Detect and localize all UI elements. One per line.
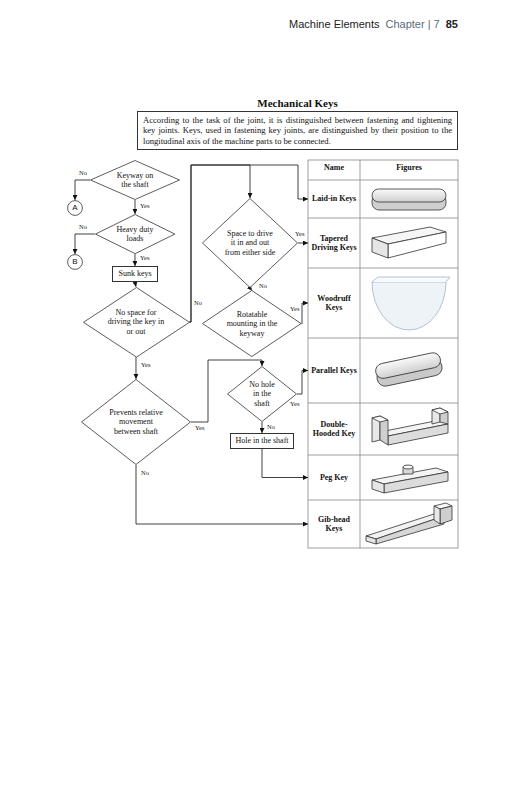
key-name-cell: Tapered Driving Keys — [308, 218, 360, 268]
node-text: According to the task of the joint, it i… — [143, 115, 452, 146]
node-text: No hole in the shaft — [249, 380, 275, 407]
peg-key-figure — [372, 465, 448, 493]
double-hooded-key-figure — [372, 408, 448, 445]
node-text: Rotatable mounting in the keyway — [227, 310, 278, 337]
key-name-cell: Woodruff Keys — [308, 268, 360, 338]
page-header: Machine Elements Chapter | 7 85 — [289, 18, 458, 30]
node-text: Sunk keys — [118, 269, 151, 278]
node-text: Peg Key — [320, 473, 348, 482]
flow-arrow — [135, 357, 136, 379]
diagram-title: Mechanical Keys — [137, 97, 458, 109]
connector-circle: B — [67, 254, 83, 270]
flow-arrow — [134, 254, 135, 266]
decision-diamond: Space to drive it in and out from either… — [202, 198, 298, 288]
key-name-cell: Parallel Keys — [308, 338, 360, 403]
node-text: Keyway on the shaft — [117, 171, 154, 189]
edge-label: Yes — [289, 306, 300, 313]
flow-arrow — [134, 200, 135, 214]
node-text: No space for driving the key in or out — [108, 308, 165, 335]
woodruff-key-figure — [372, 277, 450, 330]
process-box: Hole in the shaft — [230, 433, 294, 449]
edge-label: Yes — [139, 203, 150, 210]
node-text: Woodruff Keys — [317, 294, 350, 312]
flow-arrow — [298, 243, 308, 244]
intro-box: According to the task of the joint, it i… — [137, 111, 458, 150]
flow-arrow — [75, 180, 90, 200]
node-text: Parallel Keys — [311, 366, 357, 375]
node-text: Hole in the shaft — [235, 436, 288, 445]
flow-arrow — [262, 422, 263, 433]
flow-arrow — [75, 234, 95, 254]
flow-arrow — [136, 465, 308, 524]
table-header: Name — [308, 163, 360, 172]
table-header: Figures — [360, 163, 458, 172]
node-text: Gib-head Keys — [318, 515, 350, 533]
flow-arrow — [250, 288, 252, 290]
decision-diamond: Keyway on the shaft — [90, 160, 180, 200]
parallel-key-figure — [374, 351, 443, 387]
node-text: Space to drive it in and out from either… — [225, 229, 276, 256]
node-text: Double-Hooded Key — [313, 420, 355, 438]
connector-circle: A — [67, 200, 83, 216]
node-text: Prevents relative movement between shaft — [109, 408, 163, 435]
tapered-key-figure — [372, 227, 446, 258]
node-text: Heavy duty loads — [116, 225, 153, 243]
edge-label: No — [140, 470, 150, 477]
key-name-cell: Peg Key — [308, 455, 360, 500]
running-header: Machine Elements — [289, 18, 380, 30]
node-text: B — [72, 257, 77, 266]
flow-arrow — [135, 282, 137, 287]
edge-label: Yes — [194, 425, 205, 432]
edge-label: Yes — [294, 231, 305, 238]
edge-label: No — [266, 424, 276, 431]
key-name-cell: Double-Hooded Key — [308, 403, 360, 455]
edge-label: No — [78, 170, 88, 177]
key-name-cell: Laid-in Keys — [308, 180, 360, 218]
gib-head-key-figure — [366, 503, 452, 544]
node-text: Laid-in Keys — [312, 194, 356, 203]
edge-label: No — [258, 283, 268, 290]
edge-label: Yes — [289, 401, 300, 408]
node-text: Tapered Driving Keys — [311, 234, 356, 252]
decision-diamond: No space for driving the key in or out — [83, 287, 190, 358]
chapter-number: Chapter | 7 — [386, 18, 440, 30]
flow-arrow — [262, 449, 308, 478]
laid-in-key-figure — [372, 189, 446, 210]
edge-label: Yes — [139, 255, 150, 262]
page-number: 85 — [446, 18, 458, 30]
edge-label: No — [78, 224, 88, 231]
key-name-cell: Gib-head Keys — [308, 500, 360, 548]
process-box: Sunk keys — [112, 266, 158, 282]
key-table — [308, 160, 458, 548]
decision-diamond: Rotatable mounting in the keyway — [202, 290, 302, 357]
decision-diamond: No hole in the shaft — [227, 366, 297, 422]
flow-arrow — [302, 303, 308, 324]
flow-arrow — [297, 371, 308, 395]
node-text: A — [72, 203, 77, 212]
edge-label: Yes — [140, 362, 151, 369]
edge-label: No — [193, 300, 203, 307]
decision-diamond: Prevents relative movement between shaft — [81, 379, 191, 465]
decision-diamond: Heavy duty loads — [95, 214, 175, 254]
